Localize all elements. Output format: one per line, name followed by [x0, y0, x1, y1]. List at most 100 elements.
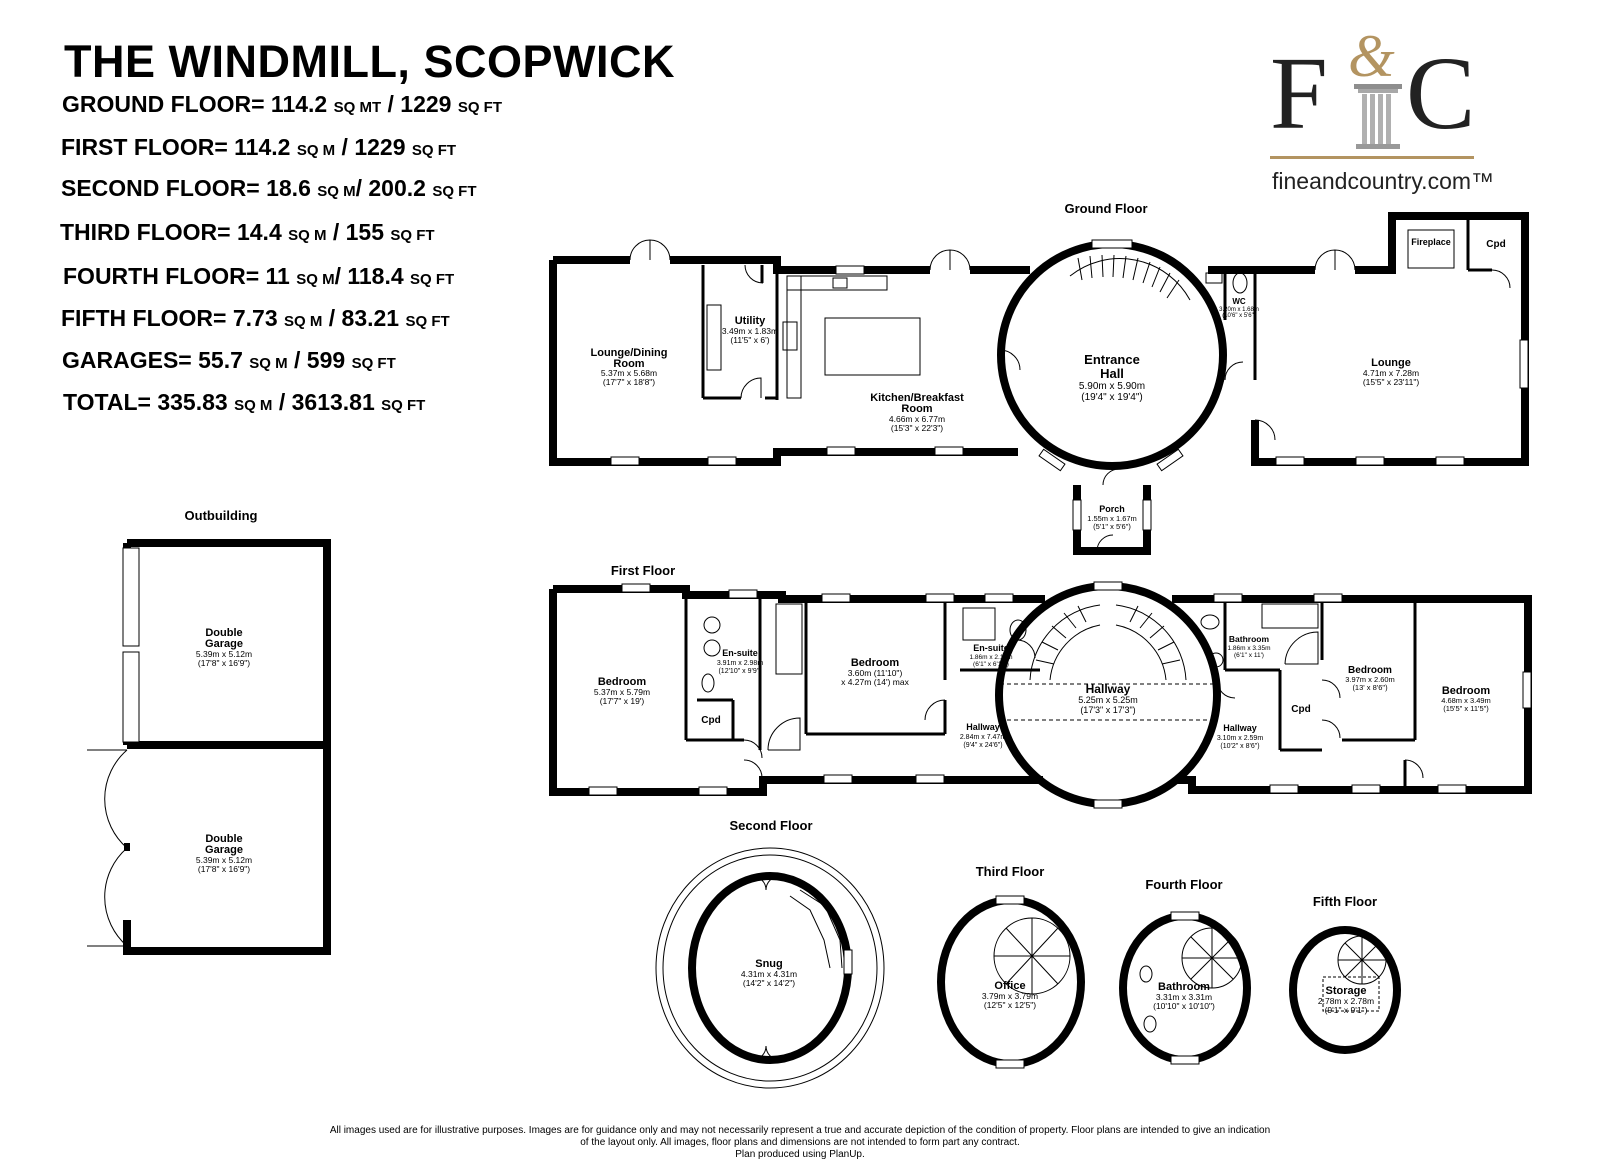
label-ground-floor: Ground Floor — [1064, 201, 1147, 216]
label-third-floor: Third Floor — [976, 864, 1045, 879]
svg-text:Cpd: Cpd — [1486, 239, 1505, 250]
svg-text:En-suite: En-suite — [722, 648, 758, 658]
floor-plan: .w { fill: none; stroke: #000; stroke-wi… — [87, 201, 1532, 1089]
logo-rule — [1270, 156, 1474, 159]
page-title: THE WINDMILL, SCOPWICK — [64, 36, 675, 87]
label-fourth-floor: Fourth Floor — [1145, 877, 1222, 892]
svg-text:Hallway: Hallway — [966, 722, 1000, 732]
area-third-floor: THIRD FLOOR= 14.4 SQ M / 155 SQ FT — [60, 219, 435, 245]
area-fifth-floor: FIFTH FLOOR= 7.73 SQ M / 83.21 SQ FT — [61, 305, 450, 331]
outbuilding — [87, 539, 331, 955]
svg-text:5.90m x 5.90m: 5.90m x 5.90m — [1079, 381, 1145, 392]
svg-text:(13' x 8'6"): (13' x 8'6") — [1352, 683, 1388, 692]
svg-text:Bedroom: Bedroom — [1348, 665, 1392, 676]
ground-floor — [549, 212, 1529, 555]
svg-text:3.97m x 2.60m: 3.97m x 2.60m — [1345, 675, 1395, 684]
first-floor-labels: Bedroom 5.37m x 5.79m (17'7" x 19') En-s… — [594, 634, 1491, 750]
fine-and-country-logo: F & C fineandcountry.com™ — [1270, 23, 1495, 194]
fifth-floor — [1289, 926, 1401, 1054]
svg-text:(10'2" x 8'6"): (10'2" x 8'6") — [1220, 743, 1259, 750]
svg-text:3.20m x 1.68m: 3.20m x 1.68m — [1219, 307, 1259, 313]
svg-text:2.84m x 7.47m: 2.84m x 7.47m — [960, 734, 1006, 741]
svg-text:(9'4" x 24'6"): (9'4" x 24'6") — [963, 742, 1002, 749]
svg-text:(19'4" x 19'4"): (19'4" x 19'4") — [1081, 392, 1143, 403]
svg-text:Double: Double — [205, 627, 242, 639]
svg-text:Lounge/Dining: Lounge/Dining — [591, 347, 668, 359]
svg-text:5.39m x 5.12m: 5.39m x 5.12m — [196, 855, 252, 865]
svg-text:Double: Double — [205, 833, 242, 845]
svg-text:4.68m x 3.49m: 4.68m x 3.49m — [1441, 696, 1491, 705]
svg-text:4.31m x 4.31m: 4.31m x 4.31m — [741, 969, 797, 979]
svg-text:(10'10" x 10'10"): (10'10" x 10'10") — [1153, 1001, 1215, 1011]
svg-text:(14'2" x 14'2"): (14'2" x 14'2") — [743, 978, 795, 988]
svg-text:3.31m x 3.31m: 3.31m x 3.31m — [1156, 992, 1212, 1002]
svg-text:x 4.27m (14') max: x 4.27m (14') max — [841, 677, 910, 687]
svg-text:5.37m x 5.68m: 5.37m x 5.68m — [601, 368, 657, 378]
svg-text:Bedroom: Bedroom — [851, 657, 900, 669]
svg-text:5.37m x 5.79m: 5.37m x 5.79m — [594, 687, 650, 697]
svg-text:Fireplace: Fireplace — [1411, 237, 1451, 247]
first-floor — [549, 581, 1532, 809]
svg-text:Garage: Garage — [205, 844, 243, 856]
svg-text:Cpd: Cpd — [701, 715, 720, 726]
svg-text:(6'1" x 6'11"): (6'1" x 6'11") — [973, 661, 1009, 668]
label-outbuilding: Outbuilding — [185, 508, 258, 523]
svg-text:(17'3" x 17'3"): (17'3" x 17'3") — [1080, 705, 1135, 715]
svg-text:Kitchen/Breakfast: Kitchen/Breakfast — [870, 392, 964, 404]
svg-text:(12'10" x 9'9"): (12'10" x 9'9") — [718, 668, 761, 675]
svg-text:4.66m x 6.77m: 4.66m x 6.77m — [889, 414, 945, 424]
svg-text:Lounge: Lounge — [1371, 357, 1411, 369]
svg-text:1.55m x 1.67m: 1.55m x 1.67m — [1087, 514, 1137, 523]
third-floor — [937, 895, 1085, 1069]
svg-text:3.49m x 1.83m: 3.49m x 1.83m — [722, 326, 778, 336]
svg-text:(15'5" x 23'11"): (15'5" x 23'11") — [1363, 377, 1420, 387]
disclaimer-line-3: Plan produced using PlanUp. — [735, 1149, 865, 1160]
svg-text:3.10m x 2.59m: 3.10m x 2.59m — [1217, 735, 1263, 742]
svg-text:(10'6" x 5'6"): (10'6" x 5'6") — [1222, 313, 1256, 319]
label-second-floor: Second Floor — [729, 818, 812, 833]
svg-text:En-suite: En-suite — [973, 643, 1009, 653]
ground-stairs — [1077, 254, 1180, 299]
svg-text:(17'8" x 16'9"): (17'8" x 16'9") — [198, 658, 250, 668]
label-fifth-floor: Fifth Floor — [1313, 894, 1377, 909]
second-floor — [655, 847, 885, 1089]
svg-text:(17'7" x 18'8"): (17'7" x 18'8") — [603, 377, 655, 387]
area-total: TOTAL= 335.83 SQ M / 3613.81 SQ FT — [63, 389, 426, 415]
svg-text:3.60m (11'10"): 3.60m (11'10") — [848, 668, 903, 678]
svg-text:1.86m x 2.12m: 1.86m x 2.12m — [970, 654, 1013, 661]
svg-text:3.79m x 3.79m: 3.79m x 3.79m — [982, 991, 1038, 1001]
svg-text:Bedroom: Bedroom — [1442, 685, 1491, 697]
area-first-floor: FIRST FLOOR= 114.2 SQ M / 1229 SQ FT — [61, 134, 457, 160]
svg-text:Storage: Storage — [1326, 985, 1367, 997]
label-first-floor: First Floor — [611, 563, 675, 578]
svg-text:Office: Office — [994, 980, 1025, 992]
svg-text:Hallway: Hallway — [1223, 723, 1257, 733]
svg-text:(15'3" x 22'3"): (15'3" x 22'3") — [891, 423, 943, 433]
first-floor-stairs — [1029, 604, 1187, 681]
disclaimer: All images used are for illustrative pur… — [0, 1125, 1600, 1161]
svg-text:Bathroom: Bathroom — [1158, 981, 1210, 993]
svg-text:Hallway: Hallway — [1086, 682, 1131, 696]
svg-text:Room: Room — [613, 358, 644, 370]
svg-text:(15'5" x 11'5"): (15'5" x 11'5") — [1443, 704, 1489, 713]
svg-text:(17'7" x 19'): (17'7" x 19') — [600, 696, 645, 706]
area-garages: GARAGES= 55.7 SQ M / 599 SQ FT — [62, 347, 396, 373]
svg-text:Porch: Porch — [1099, 504, 1125, 514]
svg-text:Snug: Snug — [755, 958, 783, 970]
fifth-floor-labels: Storage 2.78m x 2.78m (9'1" x 9'1") — [1318, 985, 1374, 1015]
outbuilding-labels: Double Garage 5.39m x 5.12m (17'8" x 16'… — [196, 627, 252, 874]
svg-text:Hall: Hall — [1100, 366, 1124, 381]
svg-text:3.91m x 2.98m: 3.91m x 2.98m — [717, 660, 763, 667]
svg-text:(11'5" x 6'): (11'5" x 6') — [730, 335, 769, 345]
area-ground-floor: GROUND FLOOR= 114.2 SQ MT / 1229 SQ FT — [62, 91, 503, 117]
disclaimer-line-1: All images used are for illustrative pur… — [329, 1125, 1271, 1136]
ground-floor-labels: Lounge/Dining Room 5.37m x 5.68m (17'7" … — [591, 237, 1506, 531]
svg-text:(5'1" x 5'6"): (5'1" x 5'6") — [1093, 522, 1131, 531]
svg-text:Bathroom: Bathroom — [1229, 634, 1270, 644]
svg-text:4.71m x 7.28m: 4.71m x 7.28m — [1363, 368, 1419, 378]
svg-text:Cpd: Cpd — [1291, 704, 1310, 715]
svg-text:2.78m x 2.78m: 2.78m x 2.78m — [1318, 996, 1374, 1006]
svg-text:Entrance: Entrance — [1084, 352, 1140, 367]
second-floor-labels: Snug 4.31m x 4.31m (14'2" x 14'2") — [741, 958, 797, 988]
fourth-floor-labels: Bathroom 3.31m x 3.31m (10'10" x 10'10") — [1153, 981, 1215, 1011]
